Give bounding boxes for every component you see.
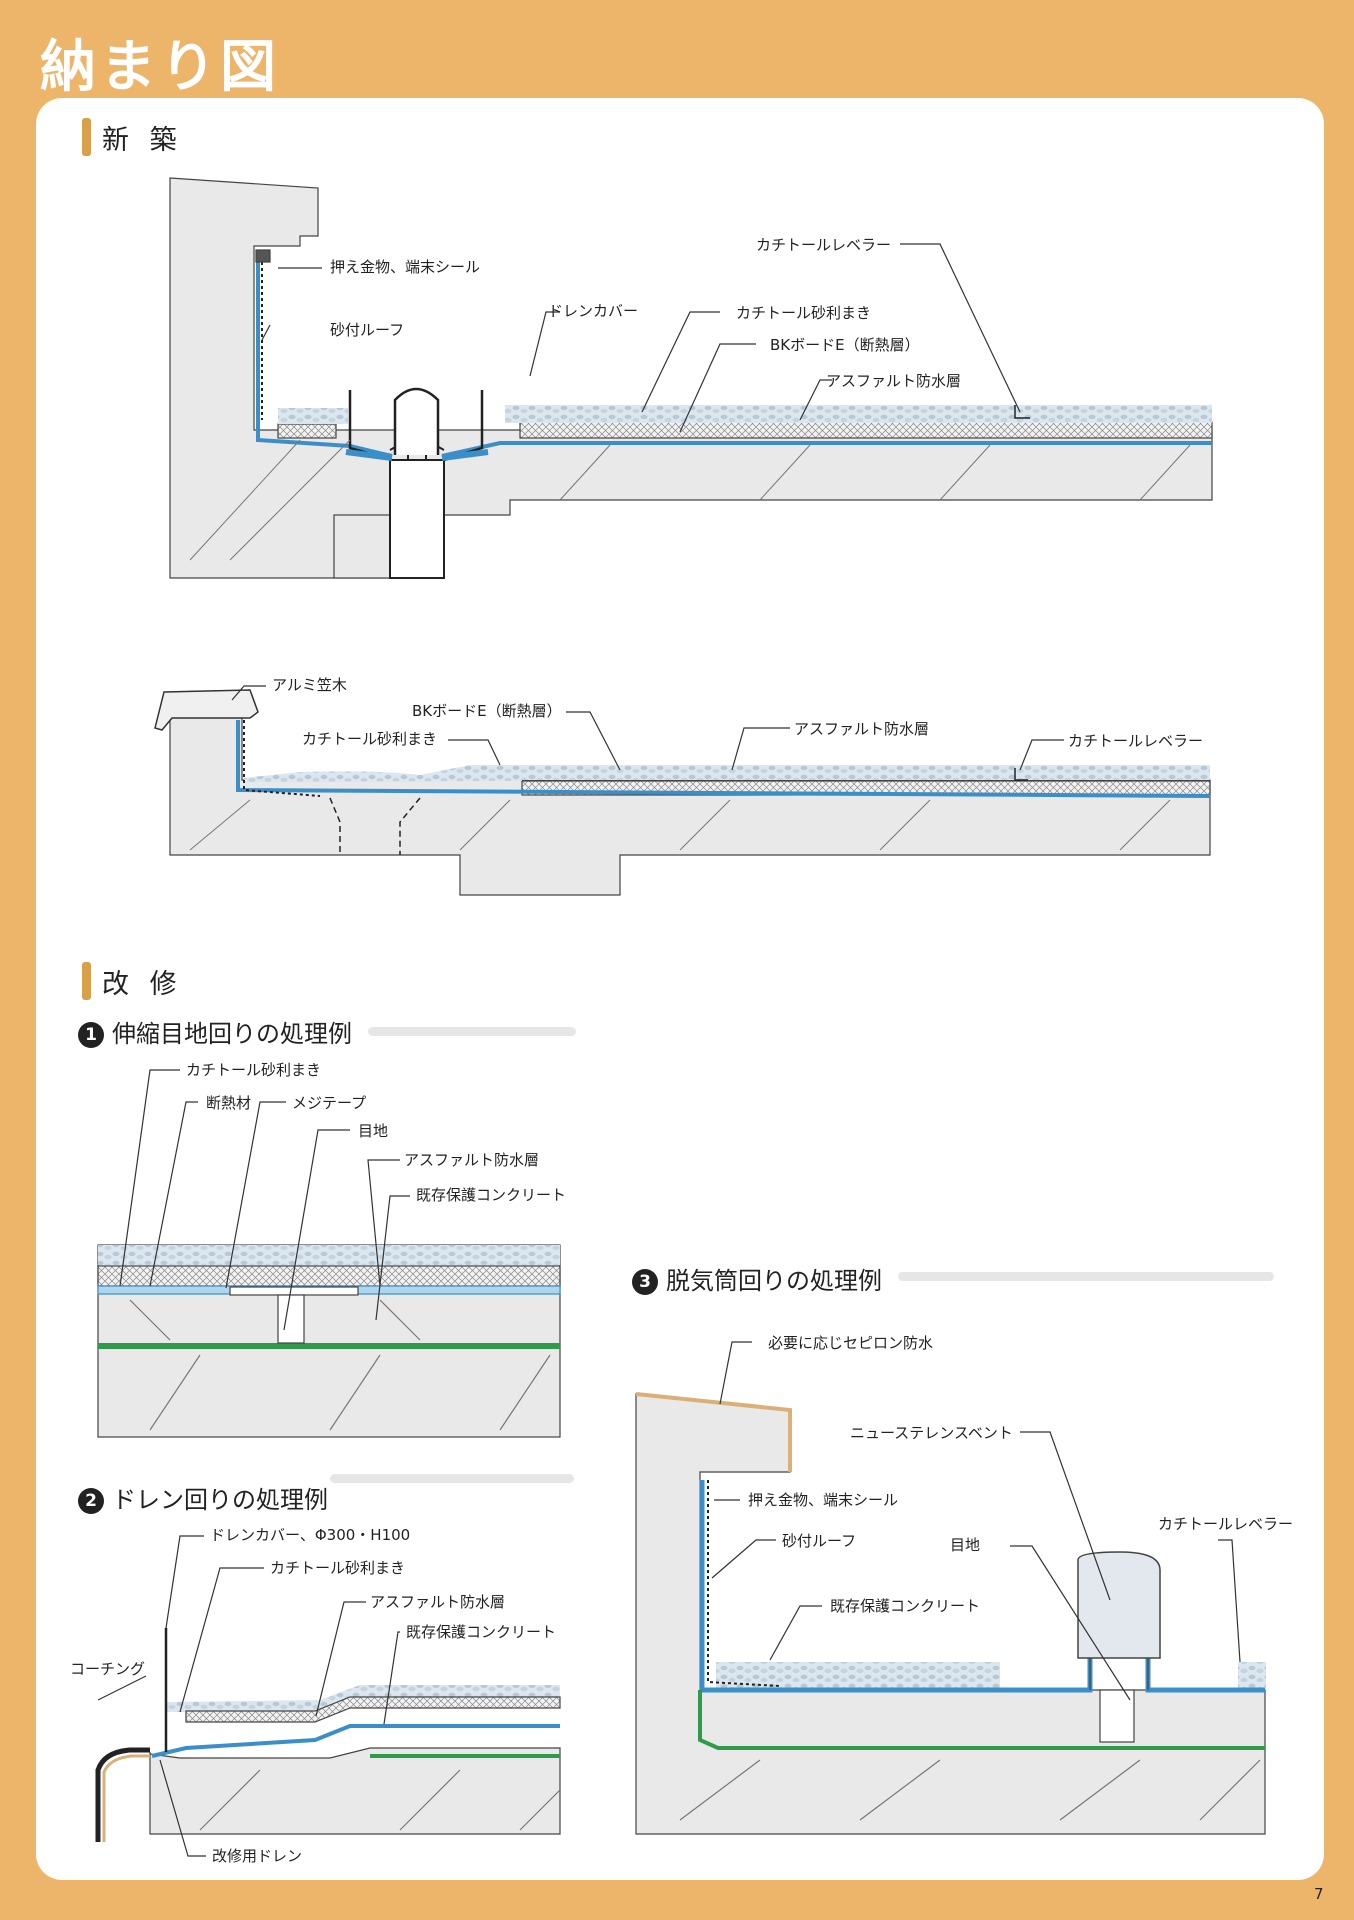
label-asphalt: アスファルト防水層 <box>404 1151 539 1169</box>
label-leveler: カチトールレベラー <box>1158 1515 1293 1533</box>
label-gravel: カチトール砂利まき <box>186 1061 321 1079</box>
title-rule <box>368 1027 576 1036</box>
label-bk-board: BKボードE（断熱層） <box>770 336 920 354</box>
label-joint: 目地 <box>358 1122 388 1140</box>
page-number: 7 <box>1314 1885 1324 1903</box>
page-title: 納まり図 <box>40 35 280 100</box>
label-gravel: カチトール砂利まき <box>736 304 871 322</box>
section-marker <box>82 118 91 156</box>
label-existing-concrete: 既存保護コンクリート <box>406 1623 556 1641</box>
label-tape: メジテープ <box>292 1094 366 1112</box>
section-marker <box>82 962 91 1000</box>
diagram-example3 <box>635 1392 1266 1835</box>
number-badge: 3 <box>632 1269 658 1295</box>
label-existing-concrete: 既存保護コンクリート <box>416 1186 566 1204</box>
label-coping: アルミ笠木 <box>272 676 347 694</box>
diagram-new-build-b <box>154 689 1211 896</box>
diagram-new-build-a <box>169 177 1213 579</box>
label-coaching: コーチング <box>70 1660 145 1678</box>
number-badge: 2 <box>78 1488 104 1514</box>
label-joint: 目地 <box>950 1536 980 1554</box>
label-drain-cover: ドレンカバー <box>548 302 638 320</box>
label-vent: ニューステレンスベント <box>850 1424 1013 1442</box>
label-asphalt: アスファルト防水層 <box>826 372 961 390</box>
title-rule <box>330 1474 574 1483</box>
section-heading-new-build: 新 築 <box>102 125 183 156</box>
number-badge: 1 <box>78 1022 104 1048</box>
label-drain-cover: ドレンカバー、Φ300・H100 <box>210 1526 410 1544</box>
label-leveler: カチトールレベラー <box>1068 732 1203 750</box>
label-gravel: カチトール砂利まき <box>302 730 437 748</box>
leader-lines <box>97 243 1241 1857</box>
label-seipiron: 必要に応じセピロン防水 <box>768 1334 933 1352</box>
label-sanded-roof: 砂付ルーフ <box>330 321 404 339</box>
label-existing-concrete: 既存保護コンクリート <box>830 1597 980 1615</box>
label-sanded-roof: 砂付ルーフ <box>782 1532 856 1550</box>
title-rule <box>898 1272 1274 1281</box>
label-renovation-drain: 改修用ドレン <box>212 1847 302 1865</box>
label-asphalt: アスファルト防水層 <box>370 1593 505 1611</box>
label-asphalt: アスファルト防水層 <box>794 720 929 738</box>
diagram-example1 <box>97 1244 561 1438</box>
label-leveler: カチトールレベラー <box>756 236 891 254</box>
label-bk-board: BKボードE（断熱層） <box>412 702 562 720</box>
diagram-example2 <box>95 1628 561 1842</box>
label-gravel: カチトール砂利まき <box>270 1559 405 1577</box>
label-pressing-metal: 押え金物、端末シール <box>330 258 480 276</box>
section-heading-renovation: 改 修 <box>102 969 183 1000</box>
label-pressing-metal: 押え金物、端末シール <box>748 1491 898 1509</box>
label-insulation: 断熱材 <box>206 1094 251 1112</box>
